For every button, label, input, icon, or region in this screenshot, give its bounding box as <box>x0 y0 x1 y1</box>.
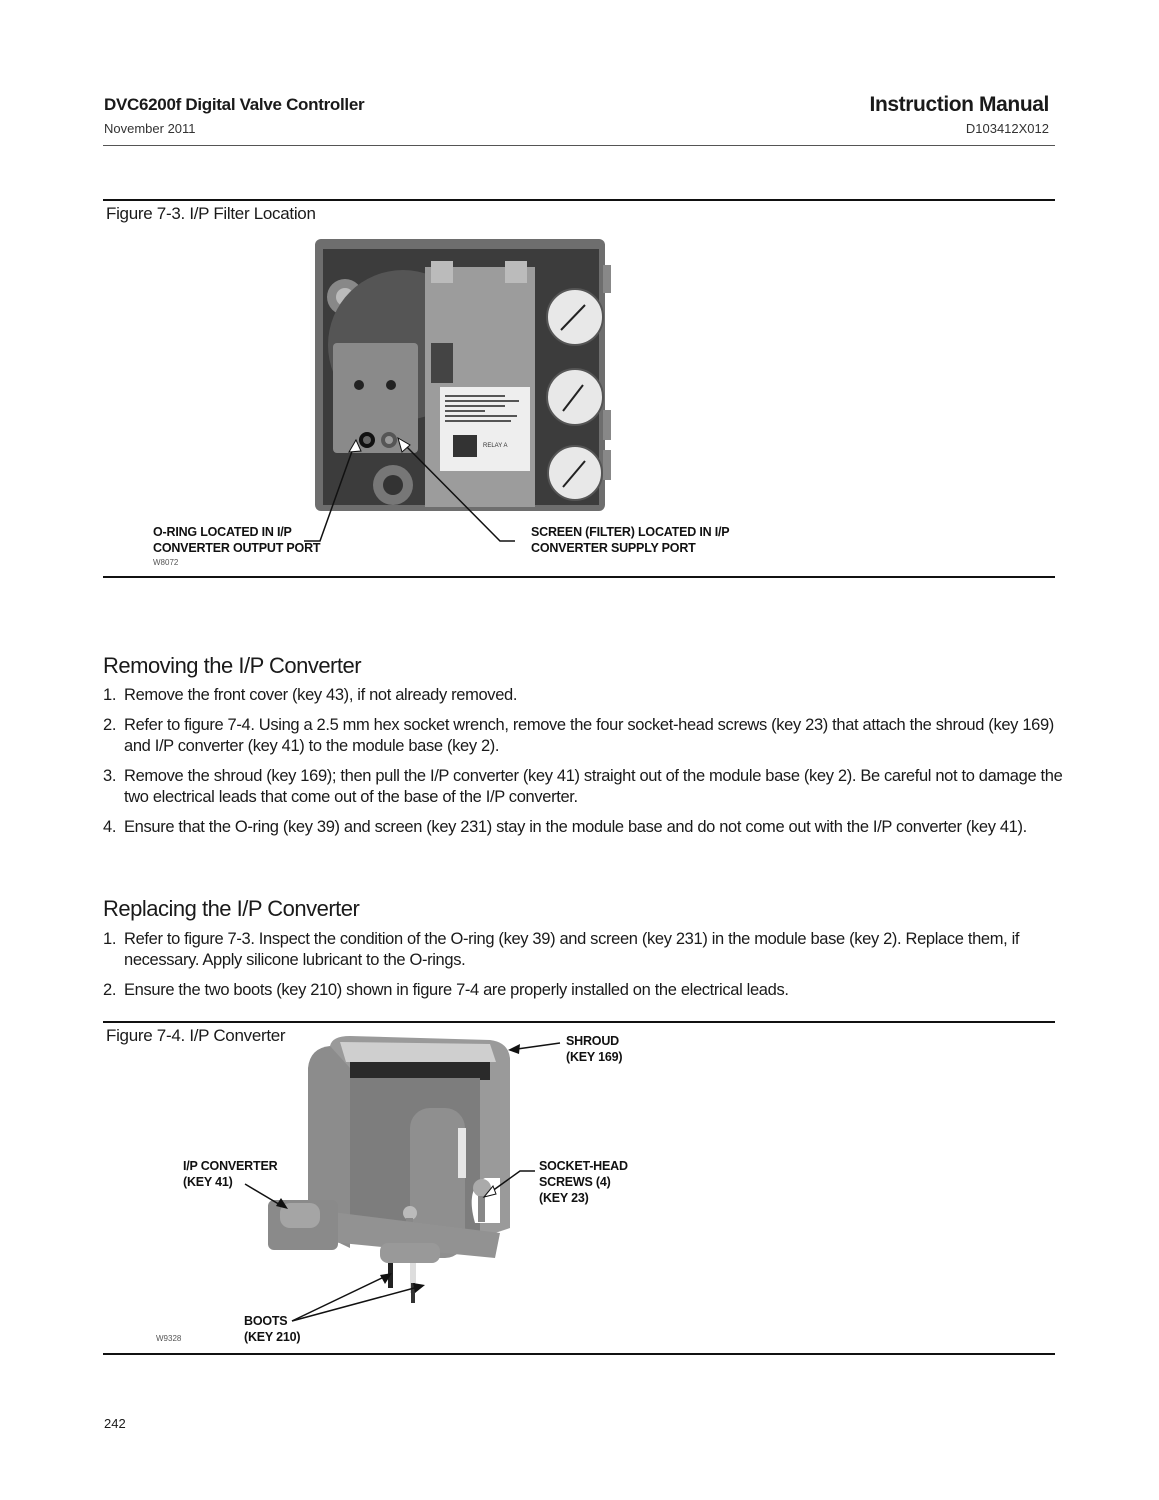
page-number: 242 <box>104 1416 126 1431</box>
callout-ip-converter: I/P CONVERTER (KEY 41) <box>183 1158 278 1190</box>
list-item: 1.Remove the front cover (key 43), if no… <box>103 686 518 704</box>
module-base-illustration: RELAY A <box>315 239 611 511</box>
callout-screen-line1: SCREEN (FILTER) LOCATED IN I/P <box>531 525 730 539</box>
figure-7-3-bottom-rule <box>103 576 1055 578</box>
figure-7-3-caption: Figure 7-3. I/P Filter Location <box>106 204 316 223</box>
section-heading-removing: Removing the I/P Converter <box>103 653 362 678</box>
callout-boots: BOOTS (KEY 210) <box>244 1313 301 1345</box>
callout-converter-line2: (KEY 41) <box>183 1175 233 1189</box>
callout-screws-line1: SOCKET-HEAD <box>539 1159 628 1173</box>
replacing-steps-list: 1.Refer to figure 7-3. Inspect the condi… <box>103 929 1063 1010</box>
callout-screen-line2: CONVERTER SUPPLY PORT <box>531 541 696 555</box>
figure-7-4-leader-lines <box>244 1042 561 1322</box>
figure-7-4-drawing-code: W9328 <box>156 1334 182 1343</box>
list-item: 2.Refer to figure 7-4. Using a 2.5 mm he… <box>103 716 1054 755</box>
figure-7-3-drawing-code: W8072 <box>153 558 179 567</box>
callout-shroud: SHROUD (KEY 169) <box>566 1033 623 1065</box>
list-item: 4.Ensure that the O-ring (key 39) and sc… <box>103 818 1027 836</box>
callout-shroud-line1: SHROUD <box>566 1034 619 1048</box>
manual-title: Instruction Manual <box>869 93 1050 116</box>
list-item: 3.Remove the shroud (key 169); then pull… <box>103 767 1063 806</box>
callout-o-ring-line1: O-RING LOCATED IN I/P <box>153 525 292 539</box>
figure-7-4-caption: Figure 7-4. I/P Converter <box>106 1026 286 1045</box>
removing-steps-list: 1.Remove the front cover (key 43), if no… <box>103 685 1063 847</box>
figure-7-4-top-rule <box>103 1021 1055 1023</box>
callout-converter-line1: I/P CONVERTER <box>183 1159 278 1173</box>
document-date: November 2011 <box>104 121 196 136</box>
callout-boots-line2: (KEY 210) <box>244 1330 301 1344</box>
figure-7-4-bottom-rule <box>103 1353 1055 1355</box>
callout-boots-line1: BOOTS <box>244 1314 288 1328</box>
list-item: 2.Ensure the two boots (key 210) shown i… <box>103 981 789 999</box>
figure-7-3-photo: RELAY A <box>313 235 613 513</box>
ip-converter-illustration <box>268 1036 510 1303</box>
svg-text:RELAY A: RELAY A <box>483 443 507 449</box>
list-item: 1.Refer to figure 7-3. Inspect the condi… <box>103 930 1020 969</box>
figure-7-3-leader-lines <box>304 436 515 542</box>
section-heading-replacing: Replacing the I/P Converter <box>103 896 360 921</box>
callout-o-ring: O-RING LOCATED IN I/P CONVERTER OUTPUT P… <box>153 524 321 556</box>
header-divider <box>103 145 1055 146</box>
document-product-title: DVC6200f Digital Valve Controller <box>104 95 365 114</box>
callout-screws-line3: (KEY 23) <box>539 1191 589 1205</box>
callout-shroud-line2: (KEY 169) <box>566 1050 623 1064</box>
figure-top-rule <box>103 199 1055 201</box>
callout-o-ring-line2: CONVERTER OUTPUT PORT <box>153 541 321 555</box>
callout-screen-filter: SCREEN (FILTER) LOCATED IN I/P CONVERTER… <box>531 524 730 556</box>
callout-screws-line2: SCREWS (4) <box>539 1175 611 1189</box>
document-number: D103412X012 <box>965 121 1049 136</box>
callout-socket-head-screws: SOCKET-HEAD SCREWS (4) (KEY 23) <box>539 1158 628 1206</box>
